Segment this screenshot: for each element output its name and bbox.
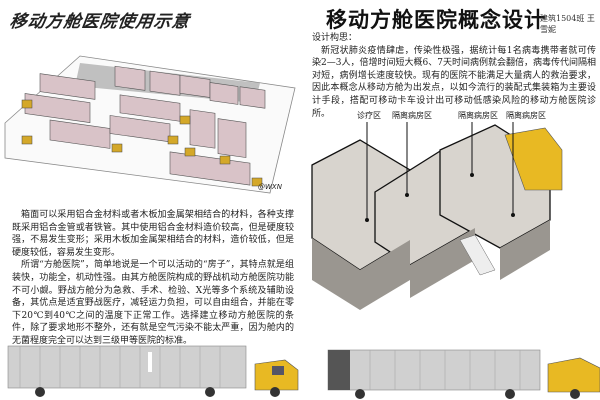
concept-text: 新冠状肺炎疫情肆虐，传染性极强，据统计每1名病毒携带者就可传染2—3人，倍增时间… [312, 45, 596, 119]
site-plan-sketch [4, 55, 296, 194]
concept-heading: 设计构思： [312, 33, 358, 43]
paragraph-materials: 箱面可以采用铝合金材料或者木板加金属架相结合的材料，各种支撑既采用铝合金管或者铁… [12, 210, 294, 258]
label-isolation-ward-3: 隔离病房区 [506, 111, 546, 120]
label-clinic-zone: 诊疗区 [357, 111, 381, 120]
page-title: 移动方舱医院概念设计 [326, 7, 546, 32]
author: 建筑1504班 王雪妮 [540, 14, 595, 34]
concept-section: 设计构思： 新冠状肺炎疫情肆虐，传染性极强，据统计每1名病毒携带者就可传染2—3… [312, 32, 596, 120]
truck-left-illustration [7, 345, 299, 397]
label-isolation-ward-2: 隔离病房区 [458, 111, 498, 120]
label-isolation-ward-1: 隔离病房区 [392, 111, 432, 120]
left-description: 箱面可以采用铝合金材料或者木板加金属架相结合的材料，各种支撑既采用铝合金管或者铁… [12, 209, 294, 348]
truck-right-illustration [327, 349, 600, 399]
signature: @WXN [258, 183, 282, 191]
container-hospital-diagram [311, 122, 563, 310]
paragraph-shelter-hospital: 所谓“方舱医院”，简单地说是一个可以活动的“房子”，其特点就是组装快，功能全，机… [12, 260, 294, 346]
